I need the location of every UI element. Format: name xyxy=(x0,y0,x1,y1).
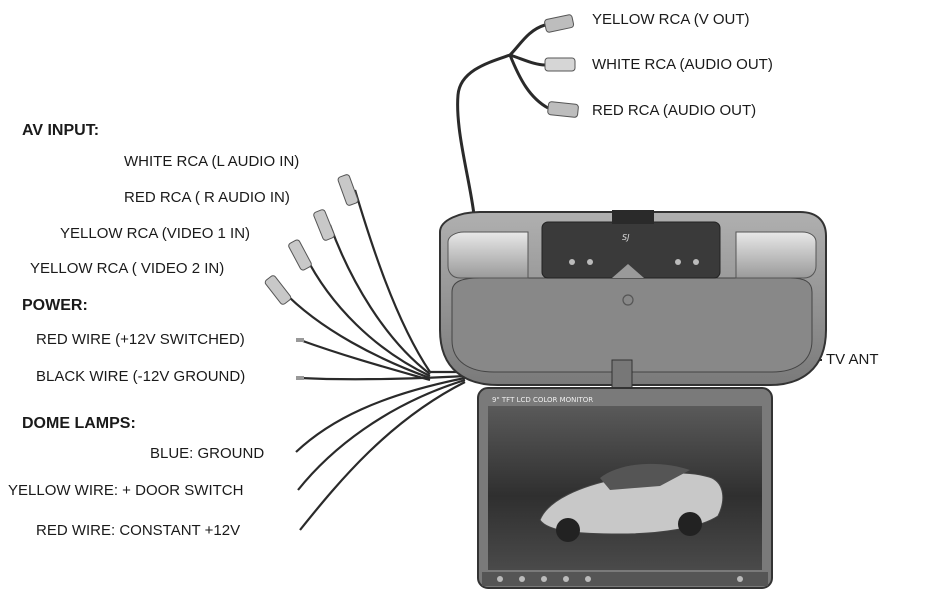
black-wire-ground-label: BLACK WIRE (-12V GROUND) xyxy=(36,368,246,385)
rca-plug-red-audio-out xyxy=(547,101,579,118)
rca-plug-white-audio-out xyxy=(544,57,576,72)
blue-ground-label: BLUE: GROUND xyxy=(150,445,265,462)
output-cables xyxy=(456,23,549,216)
screen-caption: 9" TFT LCD COLOR MONITOR xyxy=(492,396,593,404)
white-rca-l-audio-in-label: WHITE RCA (L AUDIO IN) xyxy=(124,153,300,170)
rca-plug-yellow-video2 xyxy=(264,275,292,305)
button-strip xyxy=(482,572,768,586)
input-wire-harness xyxy=(281,189,470,531)
wire-end-markers xyxy=(296,338,304,380)
yellow-door-switch-label: YELLOW WIRE: + DOOR SWITCH xyxy=(8,482,244,499)
av-input-header: AV INPUT: xyxy=(22,122,100,139)
monitor-housing: SJ xyxy=(439,210,827,389)
svg-text:SJ: SJ xyxy=(622,233,630,242)
yellow-rca-video1-label: YELLOW RCA (VIDEO 1 IN) xyxy=(60,225,251,242)
red-wire-switched-label: RED WIRE (+12V SWITCHED) xyxy=(36,331,245,348)
yellow-rca-vout-label: YELLOW RCA (V OUT) xyxy=(592,11,750,28)
hinge xyxy=(611,359,633,389)
red-rca-audio-out-label: RED RCA (AUDIO OUT) xyxy=(592,102,757,119)
yellow-rca-video2-label: YELLOW RCA ( VIDEO 2 IN) xyxy=(30,260,225,277)
power-header: POWER: xyxy=(22,297,88,314)
monitor-screen-panel: 9" TFT LCD COLOR MONITOR xyxy=(477,387,773,589)
dome-lamps-header: DOME LAMPS: xyxy=(22,415,136,432)
red-rca-r-audio-in-label: RED RCA ( R AUDIO IN) xyxy=(124,189,290,206)
white-rca-audio-out-label: WHITE RCA (AUDIO OUT) xyxy=(592,56,773,73)
rca-plug-yellow-video1 xyxy=(288,239,312,271)
rca-plug-yellow-vout xyxy=(544,14,575,33)
dome-lamp-right xyxy=(735,231,817,279)
dome-lamp-left xyxy=(447,231,529,279)
tv-antenna-label: TV ANT xyxy=(826,351,879,368)
red-wire-constant-label: RED WIRE: CONSTANT +12V xyxy=(36,522,241,539)
rca-plug-red-r-audio-in xyxy=(313,209,335,241)
rca-plug-white-l-audio-in xyxy=(337,174,359,206)
